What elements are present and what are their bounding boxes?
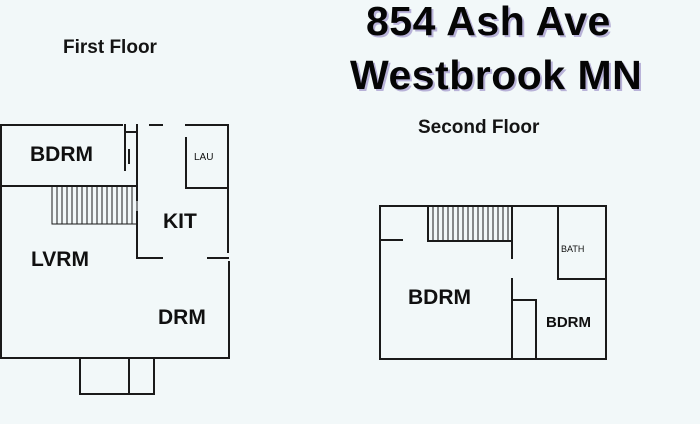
- first-floor-kitchen-walls: [136, 211, 229, 259]
- address-street: 854 Ash Ave: [366, 0, 611, 44]
- living-room-label: LVRM: [31, 248, 89, 271]
- first-floor-exterior-walls: [0, 124, 230, 359]
- second-floor-stair-walls: [379, 205, 513, 259]
- first-floor-label: First Floor: [63, 37, 157, 58]
- second-floor-bath-walls: [511, 205, 607, 360]
- first-floor-bedroom-label: BDRM: [30, 143, 93, 166]
- second-floor-main-bedroom-label: BDRM: [408, 286, 471, 309]
- second-floor-stairs: [432, 205, 509, 242]
- first-floor-laundry-walls: [185, 137, 229, 189]
- bath-label: BATH: [561, 244, 585, 254]
- dining-room-label: DRM: [158, 306, 206, 329]
- first-floor-stairs: [51, 186, 138, 225]
- second-floor-small-bedroom-label: BDRM: [546, 314, 591, 331]
- kitchen-label: KIT: [163, 210, 197, 233]
- second-floor-label: Second Floor: [418, 117, 540, 138]
- first-floor-porch: [79, 357, 155, 395]
- laundry-label: LAU: [194, 152, 214, 163]
- first-floor-plan: [0, 124, 230, 395]
- address-city: Westbrook MN: [350, 52, 643, 98]
- second-floor-plan: [379, 205, 607, 360]
